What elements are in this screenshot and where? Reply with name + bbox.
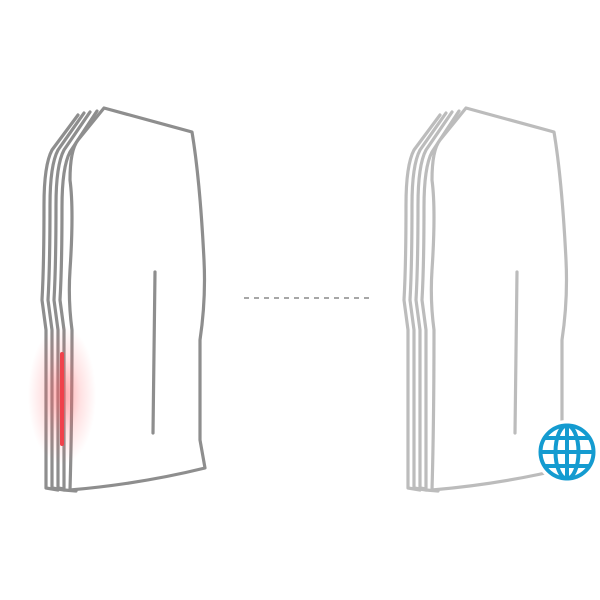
globe-icon bbox=[535, 420, 599, 484]
